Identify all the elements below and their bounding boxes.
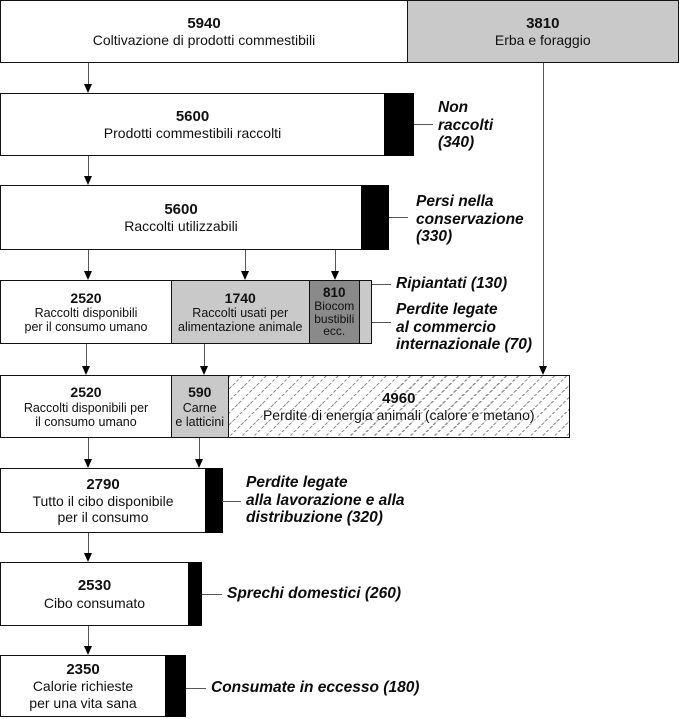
box-cibo-disponibile: 2790 Tutto il cibo disponibile per il co… [0,468,206,533]
loss-block-non-raccolti [384,93,414,156]
box-erba-foraggio: 3810 Erba e foraggio [406,0,679,63]
flow-line [88,438,90,461]
arrow-down-icon [539,366,547,375]
annotation-ripiantati: Ripiantati (130) [396,275,508,292]
box-erba-foraggio-label: Erba e foraggio [494,32,591,48]
flow-line [88,250,90,273]
arrow-down-icon [331,271,339,280]
box-biocombustibili-label: Biocom bustibili ecc. [314,299,355,339]
arrow-down-icon [82,366,90,375]
flow-line [245,250,247,273]
arrow-down-icon [84,176,92,185]
box-alimentazione-animale-value: 1740 [224,289,256,306]
annotation-connector [414,124,433,126]
annotation-perdite-commercio: Perdite legate al commercio internaziona… [396,301,533,353]
box-perdite-energia: 4960 Perdite di energia animali (calore … [227,375,570,438]
arrow-down-icon [84,84,92,93]
box-cibo-consumato-value: 2530 [77,577,112,595]
flow-line [88,533,90,555]
box-cibo-disponibile-label: Tutto il cibo disponibile per il consumo [32,492,174,526]
box-coltivazione-label: Coltivazione di prodotti commestibili [92,32,316,48]
loss-block-eccesso [164,655,186,717]
annotation-sprechi-domestici: Sprechi domestici (260) [227,585,402,602]
box-disponibili-umano-1-label: Raccolti disponibili per il consumo uman… [24,306,148,335]
box-disponibili-umano-1-value: 2520 [70,289,102,306]
arrow-down-icon [84,646,92,655]
box-disponibili-umano-2: 2520 Raccolti disponibili per il consumo… [0,375,172,438]
box-disponibili-umano-1: 2520 Raccolti disponibili per il consumo… [0,280,172,344]
annotation-persi-conservazione: Persi nella conservazione (330) [416,193,524,245]
flow-line [88,626,90,648]
box-carne-latticini-value: 590 [188,384,212,401]
annotation-connector [389,217,408,219]
flow-line [204,344,206,368]
annotation-connector [372,284,391,286]
loss-block-lavorazione [204,468,223,533]
box-cibo-consumato: 2530 Cibo consumato [0,562,189,626]
box-erba-foraggio-value: 3810 [526,14,560,32]
box-raccolti-utilizzabili-label: Raccolti utilizzabili [124,218,238,234]
box-disponibili-umano-2-label: Raccolti disponibili per il consumo uman… [23,400,149,429]
arrow-down-icon [84,459,92,468]
box-coltivazione: 5940 Coltivazione di prodotti commestibi… [0,0,408,63]
annotation-perdite-lavorazione: Perdite legate alla lavorazione e alla d… [246,474,405,526]
arrow-down-icon [84,271,92,280]
flow-line [199,438,201,461]
box-calorie-richieste: 2350 Calorie richieste per una vita sana [0,655,166,717]
box-prodotti-raccolti: 5600 Prodotti commestibili raccolti [0,93,385,156]
box-biocombustibili: 810 Biocom bustibili ecc. [308,280,360,344]
box-cibo-disponibile-value: 2790 [86,475,120,493]
box-carne-latticini: 590 Carne e latticini [170,375,229,438]
box-calorie-richieste-value: 2350 [66,661,100,679]
box-prodotti-raccolti-value: 5600 [175,107,210,125]
box-biocombustibili-value: 810 [322,285,346,301]
box-disponibili-umano-2-value: 2520 [70,384,102,401]
box-raccolti-utilizzabili-value: 5600 [164,200,198,218]
box-perdite-energia-label: Perdite di energia animali (calore e met… [262,407,535,423]
annotation-connector [222,501,241,503]
arrow-down-icon [200,366,208,375]
annotation-non-raccolti: Non raccolti (340) [438,99,494,151]
box-alimentazione-animale-label: Raccolti usati per alimentazione animale [178,306,303,335]
flow-line [335,250,337,273]
box-cibo-consumato-label: Cibo consumato [43,594,146,611]
strip-ripiantati-commercio [358,280,372,344]
flow-line [88,63,90,86]
arrow-down-icon [84,553,92,562]
box-calorie-richieste-label: Calorie richieste per una vita sana [29,678,137,711]
box-prodotti-raccolti-label: Prodotti commestibili raccolti [103,125,282,141]
box-coltivazione-value: 5940 [187,14,221,32]
box-perdite-energia-value: 4960 [382,389,416,407]
annotation-connector [202,594,222,596]
box-raccolti-utilizzabili: 5600 Raccolti utilizzabili [0,185,362,250]
loss-block-conservazione [361,185,389,250]
flow-line [88,156,90,178]
annotation-connector [372,322,391,324]
arrow-down-icon [195,459,203,468]
flow-line-erba-to-perdite [543,63,545,368]
box-alimentazione-animale: 1740 Raccolti usati per alimentazione an… [170,280,310,344]
flow-line [86,344,88,368]
annotation-consumate-eccesso: Consumate in eccesso (180) [211,679,420,696]
loss-block-sprechi [188,562,202,626]
annotation-connector [186,688,206,690]
arrow-down-icon [241,271,249,280]
box-carne-latticini-label: Carne e latticini [175,400,225,429]
